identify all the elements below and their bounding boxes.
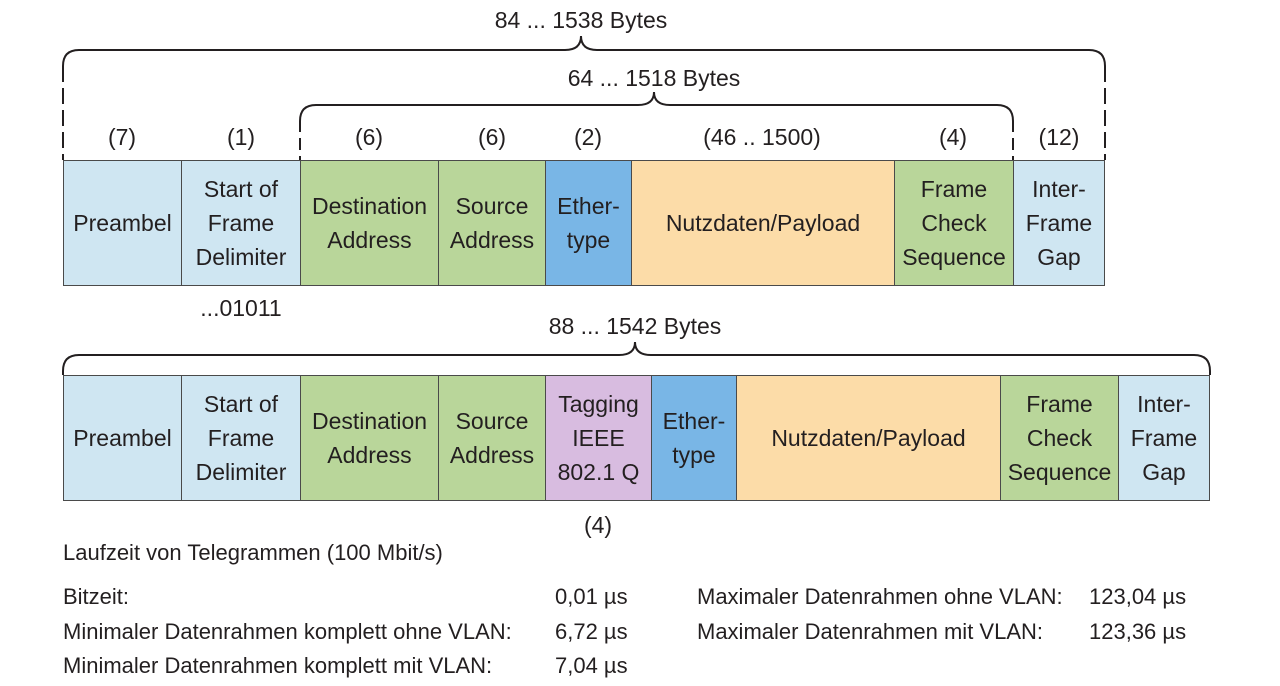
frame1-bytes-sfd: (1) [226, 124, 256, 150]
frame1-bytes-ifg: (12) [1038, 124, 1080, 150]
frame2-cell-sfd: Start of Frame Delimiter [181, 375, 301, 501]
frame1-cell-sfd: Start of Frame Delimiter [181, 160, 301, 286]
frame1-bytes-destination: (6) [354, 124, 384, 150]
frame2-cell-preambel: Preambel [63, 375, 182, 501]
frame1-bytes-source: (6) [477, 124, 507, 150]
frame1-inner-size-label: 64 ... 1518 Bytes [567, 65, 741, 91]
frame2-cell-source: Source Address [438, 375, 546, 501]
frame2-cell-fcs: Frame Check Sequence [1000, 375, 1119, 501]
timing-value-bitzeit: 0,01 µs [555, 584, 628, 609]
timing-title: Laufzeit von Telegrammen (100 Mbit/s) [63, 540, 443, 565]
timing-label-min-no-vlan: Minimaler Datenrahmen komplett ohne VLAN… [63, 619, 512, 644]
frame1-cell-preambel: Preambel [63, 160, 182, 286]
timing-label-max-vlan: Maximaler Datenrahmen mit VLAN: [697, 619, 1044, 644]
frame1-cell-source: Source Address [438, 160, 546, 286]
frame1-cell-payload: Nutzdaten/Payload [631, 160, 895, 286]
timing-label-bitzeit: Bitzeit: [63, 584, 130, 609]
frame1-bytes-ethertype: (2) [573, 124, 603, 150]
frame2-cell-vlan-tag: Tagging IEEE 802.1 Q [545, 375, 652, 501]
frame2-cell-payload: Nutzdaten/Payload [736, 375, 1001, 501]
frame1-bytes-payload: (46 .. 1500) [703, 124, 821, 150]
frame1-cell-ifg: Inter- Frame Gap [1013, 160, 1105, 286]
frame2-outer-size-label: 88 ... 1542 Bytes [548, 313, 722, 339]
outer-bracket-frame2 [62, 341, 1211, 375]
frame1-cell-destination: Destination Address [300, 160, 439, 286]
frame1-outer-size-label: 84 ... 1538 Bytes [494, 7, 668, 33]
frame1-cell-fcs: Frame Check Sequence [894, 160, 1014, 286]
vlan-tag-bytes: (4) [583, 512, 613, 538]
timing-value-max-vlan: 123,36 µs [1089, 619, 1187, 644]
frame2-cell-ethertype: Ether- type [651, 375, 737, 501]
frame2-cell-ifg: Inter- Frame Gap [1118, 375, 1210, 501]
frame2-cell-destination: Destination Address [300, 375, 439, 501]
timing-label-max-no-vlan: Maximaler Datenrahmen ohne VLAN: [697, 584, 1063, 609]
timing-value-max-no-vlan: 123,04 µs [1089, 584, 1187, 609]
timing-value-min-vlan: 7,04 µs [555, 653, 628, 678]
inner-bracket-frame1 [299, 91, 1014, 160]
sfd-bit-pattern: ...01011 [200, 295, 282, 321]
timing-value-min-no-vlan: 6,72 µs [555, 619, 628, 644]
frame1-bytes-fcs: (4) [938, 124, 968, 150]
frame1-cell-ethertype: Ether- type [545, 160, 632, 286]
timing-label-min-vlan: Minimaler Datenrahmen komplett mit VLAN: [63, 653, 493, 678]
frame1-bytes-preambel: (7) [107, 124, 137, 150]
